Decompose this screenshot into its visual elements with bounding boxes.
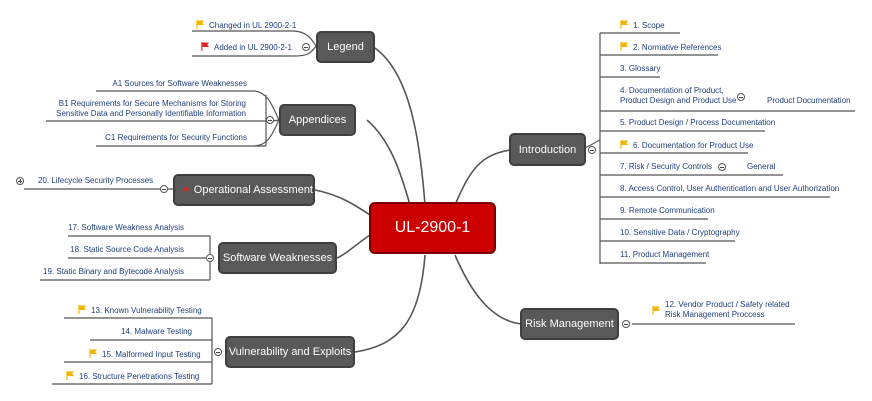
legend-item-added[interactable]: Added in UL 2900-2-1: [201, 42, 292, 53]
legend-item-changed-label: Changed in UL 2900-2-1: [209, 21, 297, 30]
flag-icon: [620, 42, 629, 51]
expand-icon[interactable]: [16, 177, 24, 185]
intro-item-7[interactable]: 7. Risk / Security Controls: [620, 162, 713, 171]
collapse-icon[interactable]: [266, 116, 274, 124]
intro-item-2[interactable]: 2. Normative References: [620, 42, 721, 53]
vuln-item-13-label: 13. Known Vulnerability Testing: [91, 306, 202, 315]
intro-item-5[interactable]: 5. Product Design / Process Documentatio…: [620, 118, 776, 127]
appendix-c1[interactable]: C1 Requirements for Security Functions: [105, 133, 247, 142]
topic-introduction[interactable]: Introduction: [509, 133, 586, 166]
intro-item-8[interactable]: 8. Access Control, User Authentication a…: [620, 184, 840, 193]
vuln-item-13[interactable]: 13. Known Vulnerability Testing: [78, 305, 202, 316]
vuln-item-15-label: 15. Malformed Input Testing: [102, 350, 201, 359]
central-topic[interactable]: UL-2900-1: [369, 202, 496, 254]
operational-item-20[interactable]: 20. Lifecycle Security Processes: [38, 176, 154, 185]
collapse-icon[interactable]: [588, 146, 596, 154]
collapse-icon[interactable]: [160, 185, 168, 193]
topic-appendices[interactable]: Appendices: [279, 104, 356, 136]
vuln-item-16-label: 16. Structure Penetrations Testing: [79, 372, 200, 381]
flag-icon: [89, 349, 98, 358]
collapse-icon[interactable]: [302, 43, 310, 51]
appendix-b1[interactable]: B1 Requirements for Secure Mechanisms fo…: [56, 99, 246, 118]
vuln-item-16[interactable]: 16. Structure Penetrations Testing: [66, 371, 199, 382]
flag-icon: [183, 186, 190, 194]
flag-icon: [620, 20, 629, 29]
collapse-icon[interactable]: [718, 163, 726, 171]
topic-risk-management[interactable]: Risk Management: [520, 308, 619, 340]
legend-item-added-label: Added in UL 2900-2-1: [214, 43, 292, 52]
vuln-item-14[interactable]: 14. Malware Testing: [121, 327, 192, 336]
intro-item-6-label: 6. Documentation for Product Use: [633, 141, 754, 150]
legend-item-changed[interactable]: Changed in UL 2900-2-1: [196, 20, 296, 31]
topic-operational-assessment-label: Operational Assessment: [193, 184, 313, 196]
intro-item-2-label: 2. Normative References: [633, 43, 722, 52]
intro-item-10[interactable]: 10. Sensitive Data / Cryptography: [620, 228, 740, 237]
flag-icon: [78, 305, 87, 314]
flag-icon: [652, 306, 661, 315]
sub-general[interactable]: General: [747, 162, 776, 171]
topic-operational-assessment[interactable]: Operational Assessment: [173, 174, 315, 206]
flag-icon: [66, 371, 75, 380]
topic-legend[interactable]: Legend: [316, 31, 375, 63]
intro-item-1[interactable]: 1. Scope: [620, 20, 665, 31]
appendix-a1[interactable]: A1 Sources for Software Weaknesses: [112, 79, 247, 88]
intro-item-11[interactable]: 11. Product Management: [620, 250, 710, 259]
intro-item-3[interactable]: 3. Glossary: [620, 64, 661, 73]
topic-software-weaknesses[interactable]: Software Weaknesses: [218, 242, 337, 274]
sub-product-documentation[interactable]: Product Documentation: [767, 96, 851, 105]
collapse-icon[interactable]: [622, 320, 630, 328]
risk-item-12-label: 12. Vendor Product / Safety related Risk…: [665, 300, 790, 319]
intro-item-1-label: 1. Scope: [633, 21, 665, 30]
collapse-icon[interactable]: [206, 254, 214, 262]
intro-item-4[interactable]: 4. Documentation of Product, Product Des…: [620, 86, 737, 105]
sw-item-18[interactable]: 18. Static Source Code Analysis: [70, 245, 184, 254]
sw-item-17[interactable]: 17. Software Weakness Analysis: [68, 223, 184, 232]
sw-item-19[interactable]: 19. Static Binary and Bytecode Analysis: [43, 267, 184, 276]
flag-icon: [196, 20, 205, 29]
intro-item-9[interactable]: 9. Remote Communication: [620, 206, 715, 215]
collapse-icon[interactable]: [214, 348, 222, 356]
vuln-item-15[interactable]: 15. Malformed Input Testing: [89, 349, 201, 360]
collapse-icon[interactable]: [737, 93, 745, 101]
intro-item-6[interactable]: 6. Documentation for Product Use: [620, 140, 754, 151]
flag-icon: [201, 42, 210, 51]
risk-item-12[interactable]: 12. Vendor Product / Safety related Risk…: [652, 300, 790, 320]
flag-icon: [620, 140, 629, 149]
topic-vulnerability-exploits[interactable]: Vulnerability and Exploits: [225, 336, 355, 368]
